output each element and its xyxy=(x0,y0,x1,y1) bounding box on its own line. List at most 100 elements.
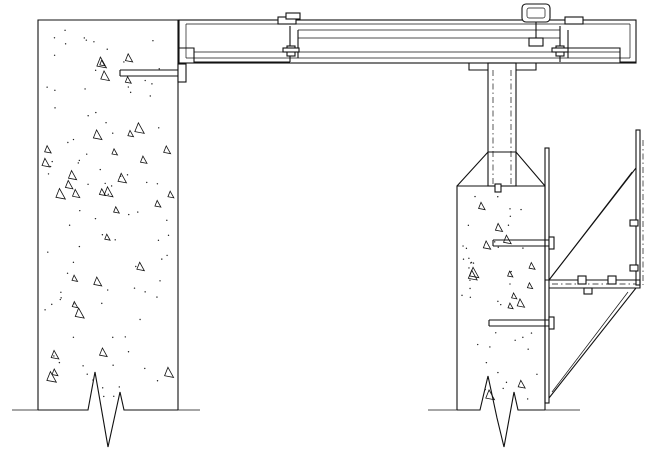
aggregate-triangle xyxy=(111,147,119,156)
aggregate-dot xyxy=(146,181,148,184)
aggregate-dot xyxy=(60,291,62,294)
aggregate-dot xyxy=(82,365,84,367)
aggregate-dot xyxy=(78,245,81,248)
aggregate-dot xyxy=(107,193,109,195)
aggregate-dot xyxy=(60,297,62,299)
aggregate-dot xyxy=(149,95,151,97)
aggregate-dot xyxy=(99,57,102,59)
aggregate-dot xyxy=(126,174,129,176)
aggregate-dot xyxy=(135,265,137,268)
aggregate-dot xyxy=(526,398,529,400)
aggregate-dot xyxy=(144,367,146,370)
aggregate-triangle xyxy=(103,185,114,198)
aggregate-dot xyxy=(101,387,104,389)
aggregate-dot xyxy=(502,387,504,390)
aggregate-dot xyxy=(113,395,115,397)
aggregate-dot xyxy=(536,373,538,376)
aggregate-dot xyxy=(87,115,89,117)
aggregate-dot xyxy=(79,209,81,212)
aggregate-triangle xyxy=(494,222,504,233)
aggregate-triangle xyxy=(507,270,514,278)
vertical-post xyxy=(456,62,546,187)
aggregate-dot xyxy=(106,289,109,291)
aggregate-dot xyxy=(139,318,141,321)
aggregate-dot xyxy=(83,37,86,39)
aggregate-dot xyxy=(86,373,88,375)
aggregate-dot xyxy=(510,270,512,273)
aggregate-dot xyxy=(85,39,88,41)
aggregate-dot xyxy=(87,183,89,186)
aggregate-triangle xyxy=(67,169,78,181)
aggregate-dot xyxy=(59,298,61,301)
aggregate-triangle xyxy=(74,307,85,319)
aggregate-dot xyxy=(461,294,463,297)
aggregate-triangle xyxy=(482,240,492,250)
aggregate-dot xyxy=(509,208,511,210)
aggregate-dot xyxy=(54,107,56,109)
aggregate-dot xyxy=(66,272,69,274)
aggregate-dot xyxy=(95,111,97,114)
aggregate-dot xyxy=(477,343,479,346)
aggregate-dot xyxy=(156,183,159,185)
aggregate-dot xyxy=(58,361,61,364)
aggregate-triangle xyxy=(93,276,103,287)
aggregate-dot xyxy=(469,279,471,281)
aggregate-dot xyxy=(137,211,139,213)
aggregate-dot xyxy=(94,217,97,220)
aggregate-dot xyxy=(112,132,114,134)
aggregate-triangle xyxy=(134,121,145,134)
aggregate-dot xyxy=(158,68,160,70)
aggregate-dot xyxy=(106,48,108,50)
aggregate-dot xyxy=(53,37,56,39)
aggregate-dot xyxy=(152,40,154,42)
aggregate-dot xyxy=(157,239,160,242)
aggregate-dot xyxy=(103,395,105,398)
aggregate-dot xyxy=(64,43,67,45)
aggregate-dot xyxy=(469,296,472,298)
aggregate-triangle xyxy=(71,188,81,199)
aggregate-dot xyxy=(127,351,130,353)
aggregate-dot xyxy=(101,302,103,305)
aggregate-dot xyxy=(53,355,55,357)
aggregate-dot xyxy=(497,300,499,303)
aggregate-dot xyxy=(110,185,113,187)
aggregate-dot xyxy=(44,309,46,311)
aggregate-dot xyxy=(68,224,71,226)
aggregate-triangle xyxy=(507,302,514,310)
aggregate-dot xyxy=(49,165,52,168)
aggregate-triangle xyxy=(55,187,67,200)
aggregate-dot xyxy=(522,247,524,249)
aggregate-dot xyxy=(494,241,496,243)
aggregate-dot xyxy=(123,61,125,63)
aggregate-dot xyxy=(144,79,146,82)
aggregate-dot xyxy=(472,262,475,264)
aggregate-dot xyxy=(112,364,114,366)
aggregate-dot xyxy=(465,247,468,250)
aggregate-triangle xyxy=(44,144,52,154)
aggregate-triangle xyxy=(528,261,536,270)
aggregate-dot xyxy=(468,267,470,269)
aggregate-dot xyxy=(46,86,48,88)
aggregate-dot xyxy=(86,153,88,155)
aggregate-dot xyxy=(527,348,529,350)
aggregate-triangle xyxy=(167,190,175,199)
aggregate-dot xyxy=(92,379,94,381)
aggregate-dot xyxy=(104,182,106,185)
aggregate-dot xyxy=(514,339,516,341)
aggregate-dot xyxy=(497,371,499,374)
aggregate-triangle xyxy=(98,187,107,197)
aggregate-dot xyxy=(101,234,104,236)
aggregate-dot xyxy=(156,296,158,298)
aggregate-triangle xyxy=(516,298,526,308)
aggregate-triangle xyxy=(71,300,79,309)
aggregate-dot xyxy=(94,69,97,72)
aggregate-dot xyxy=(67,141,69,144)
anchor-bolts-right xyxy=(488,183,555,330)
aggregate-dot xyxy=(485,361,488,364)
aggregate-dot xyxy=(53,54,56,56)
aggregate-dot xyxy=(127,86,130,88)
aggregate-dot xyxy=(114,239,116,241)
aggregate-dot xyxy=(133,287,136,289)
aggregate-dot xyxy=(167,234,170,237)
